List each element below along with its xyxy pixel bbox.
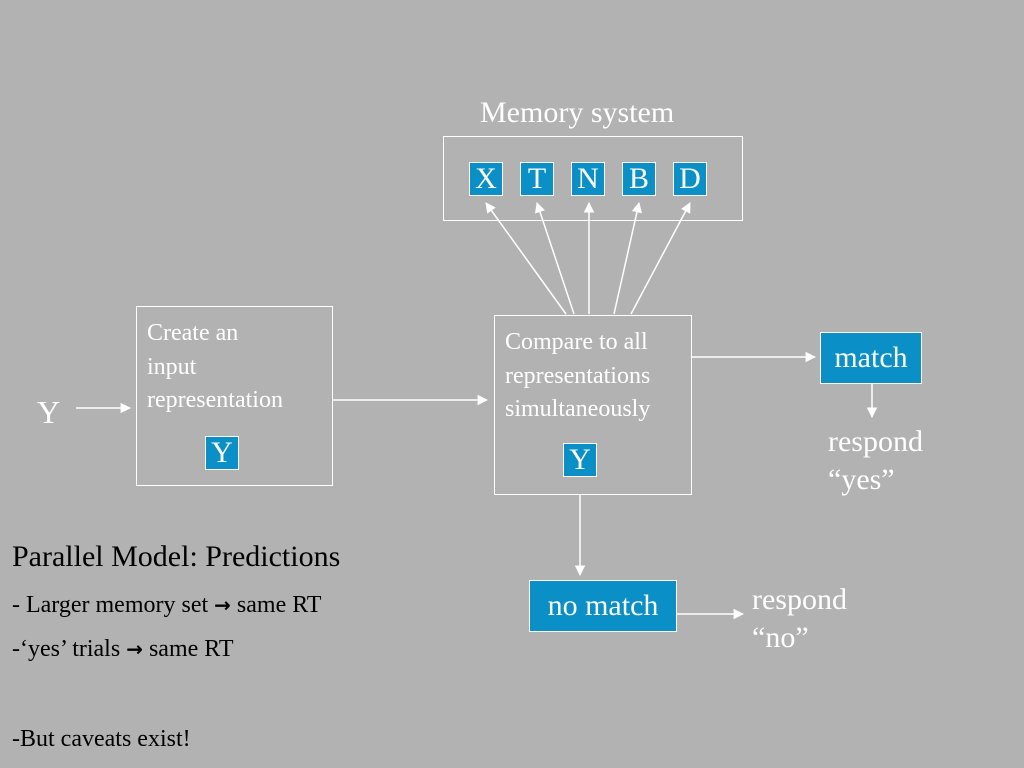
memory-item-x: X xyxy=(469,162,503,196)
create-box-line-3: representation xyxy=(147,387,283,413)
prediction-item-1-right: same RT xyxy=(236,592,322,618)
no-match-box: no match xyxy=(529,580,677,632)
stimulus-label: Y xyxy=(37,394,61,430)
memory-item-t: T xyxy=(520,162,554,196)
arrow-compare-to-d xyxy=(630,202,691,315)
create-box-line-1: Create an xyxy=(147,320,239,346)
respond-no-line-2: “no” xyxy=(752,621,809,654)
right-arrow-icon: → xyxy=(126,637,143,661)
prediction-item-2: -‘yes’ trials → same RT xyxy=(12,634,234,664)
arrow-compare-to-b xyxy=(613,201,643,315)
compare-box-line-2: representations xyxy=(505,363,651,389)
memory-item-n: N xyxy=(571,162,605,196)
compare-box-line-1: Compare to all xyxy=(505,329,648,355)
caveat-text: -But caveats exist! xyxy=(12,726,191,752)
respond-no-line-1: respond xyxy=(752,583,847,616)
prediction-item-1: - Larger memory set → same RT xyxy=(12,590,321,620)
prediction-item-1-left: - Larger memory set xyxy=(12,592,209,618)
compare-box-line-3: simultaneously xyxy=(505,396,651,422)
create-representation-box xyxy=(136,306,333,486)
prediction-item-2-left: -‘yes’ trials xyxy=(12,636,121,662)
predictions-title: Parallel Model: Predictions xyxy=(12,540,341,573)
create-box-token: Y xyxy=(205,436,239,470)
memory-system-title: Memory system xyxy=(480,96,675,129)
arrow-compare-to-t xyxy=(535,202,575,315)
compare-box-token: Y xyxy=(563,443,597,477)
prediction-item-2-right: same RT xyxy=(148,636,234,662)
match-box: match xyxy=(820,332,922,384)
memory-item-d: D xyxy=(673,162,707,196)
create-box-line-2: input xyxy=(147,354,197,380)
memory-item-b: B xyxy=(622,162,656,196)
compare-box xyxy=(494,315,692,495)
right-arrow-icon: → xyxy=(214,593,231,617)
arrow-compare-to-x xyxy=(485,202,567,315)
respond-yes-line-2: “yes” xyxy=(828,463,895,496)
memory-system-box xyxy=(443,136,743,221)
respond-yes-line-1: respond xyxy=(828,425,923,458)
